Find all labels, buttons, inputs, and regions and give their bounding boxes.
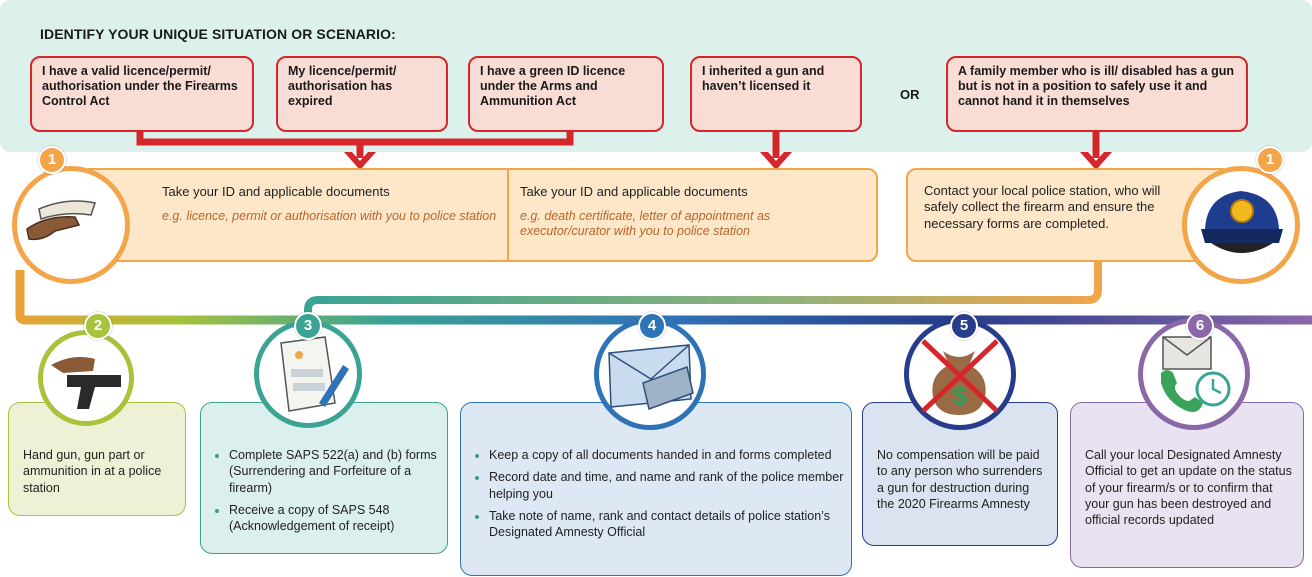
step1-right-text: Contact your local police station, who w… [924, 183, 1161, 231]
step1-officer-circle [1182, 166, 1300, 284]
step4-circle [594, 318, 706, 430]
step3-card: Complete SAPS 522(a) and (b) forms (Surr… [200, 402, 448, 554]
scenario-family-member: A family member who is ill/ disabled has… [946, 56, 1248, 132]
step5-badge: 5 [950, 312, 978, 340]
scenario-valid-licence: I have a valid licence/permit/ authorisa… [30, 56, 254, 132]
step4-bullet: Record date and time, and name and rank … [489, 469, 859, 502]
step3-bullet: Complete SAPS 522(a) and (b) forms (Surr… [229, 447, 451, 496]
svg-text:$: $ [953, 381, 968, 411]
hand-documents-icon [26, 200, 96, 241]
step1-left-example: e.g. licence, permit or authorisation wi… [162, 209, 497, 223]
step1-documents-box [80, 168, 878, 262]
step1-middle-text: Take your ID and applicable documents [520, 184, 748, 199]
step1-contact-box [906, 168, 1232, 262]
step6-text: Call your local Designated Amnesty Offic… [1085, 448, 1292, 527]
arrow-down-icon [1080, 152, 1112, 170]
scenario-inherited-gun: I inherited a gun and haven’t licensed i… [690, 56, 862, 132]
step1-hand-circle [12, 166, 130, 284]
police-cap-icon [1201, 191, 1283, 253]
scenario-connector-left [136, 128, 574, 146]
envelope-documents-icon [608, 344, 694, 410]
arrow-down-icon [344, 152, 376, 170]
step1-left-text: Take your ID and applicable documents [162, 184, 390, 199]
phone-envelope-clock-icon [1161, 336, 1231, 412]
step6-card: Call your local Designated Amnesty Offic… [1070, 402, 1304, 568]
step5-text: No compensation will be paid to any pers… [877, 448, 1043, 511]
scenario-expired-licence: My licence/permit/ authorisation has exp… [276, 56, 448, 132]
or-label: OR [900, 87, 920, 102]
step2-circle [38, 330, 134, 426]
step5-circle: $ [904, 318, 1016, 430]
step1-badge-right: 1 [1256, 146, 1284, 174]
step4-card: Keep a copy of all documents handed in a… [460, 402, 852, 576]
step4-bullet: Take note of name, rank and contact deta… [489, 508, 859, 541]
step4-bullet: Keep a copy of all documents handed in a… [489, 447, 859, 463]
step4-badge: 4 [638, 312, 666, 340]
hand-gun-icon [51, 357, 121, 409]
step2-text: Hand gun, gun part or ammunition in at a… [23, 448, 162, 495]
scenario-heading: IDENTIFY YOUR UNIQUE SITUATION OR SCENAR… [40, 26, 396, 42]
step6-badge: 6 [1186, 312, 1214, 340]
scenario-green-id-licence: I have a green ID licence under the Arms… [468, 56, 664, 132]
step1-middle-example: e.g. death certificate, letter of appoin… [520, 209, 771, 238]
arrow-down-icon [760, 152, 792, 170]
step3-bullet: Receive a copy of SAPS 548 (Acknowledgem… [229, 502, 451, 535]
step3-badge: 3 [294, 312, 322, 340]
step2-badge: 2 [84, 312, 112, 340]
no-money-bag-icon: $ [921, 339, 999, 415]
divider [507, 170, 509, 260]
step1-badge-left: 1 [38, 146, 66, 174]
